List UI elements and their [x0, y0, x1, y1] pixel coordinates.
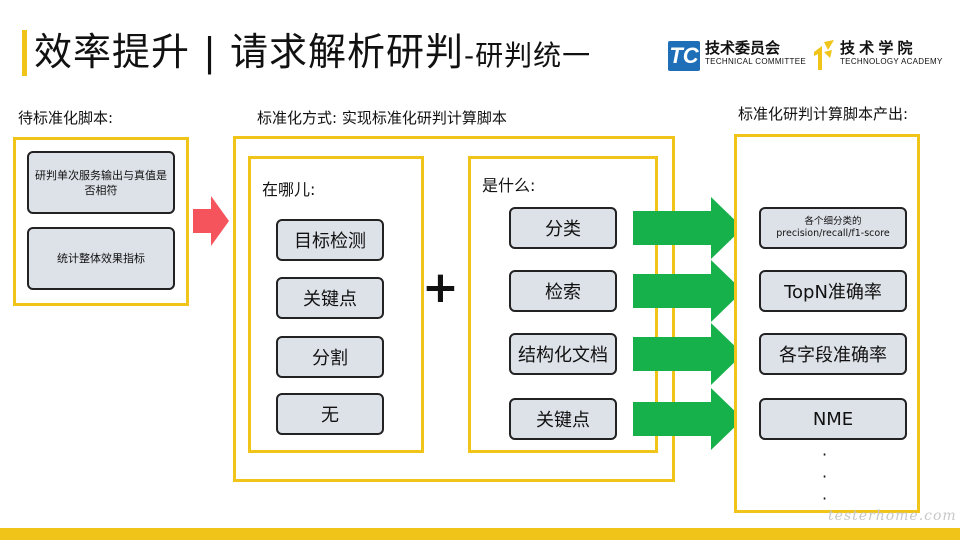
green-arrow-icon-3 — [633, 323, 743, 385]
page-title-main: 效率提升 | 请求解析研判 — [34, 30, 464, 74]
output-item-field-accuracy: 各字段准确率 — [759, 333, 907, 375]
plus-sign: + — [422, 262, 459, 313]
what-label: 是什么: — [482, 176, 536, 195]
page-title: 效率提升 | 请求解析研判-研判统一 — [34, 28, 591, 80]
where-item-keypoint: 关键点 — [276, 277, 384, 319]
academy-logo-text: 技 术 学 院 TECHNOLOGY ACADEMY — [840, 41, 943, 67]
green-arrow-icon-4 — [633, 388, 743, 450]
right-panel — [734, 134, 920, 513]
red-arrow-icon — [193, 196, 229, 246]
output-item-class-metrics: 各个细分类的 precision/recall/f1-score — [759, 207, 907, 249]
tc-logo-name: 技术委员会 — [705, 40, 781, 57]
ellipsis-dot-3: · — [822, 489, 828, 508]
tc-logo-badge: TC — [668, 41, 700, 71]
where-item-segmentation: 分割 — [276, 336, 384, 378]
where-label: 在哪儿: — [262, 180, 316, 199]
what-item-structured-doc: 结构化文档 — [509, 333, 617, 375]
ellipsis-dot-1: · — [822, 445, 828, 464]
left-section-label: 待标准化脚本: — [18, 109, 114, 127]
where-item-none: 无 — [276, 393, 384, 435]
academy-logo-name: 技 术 学 院 — [840, 40, 913, 57]
page-title-sub: -研判统一 — [463, 39, 592, 72]
output-item-nme: NME — [759, 398, 907, 440]
tc-logo-sub: TECHNICAL COMMITTEE — [705, 57, 806, 66]
academy-logo-icon — [814, 40, 834, 70]
what-item-classification: 分类 — [509, 207, 617, 249]
green-arrow-icon-2 — [633, 260, 743, 322]
middle-section-label: 标准化方式: 实现标准化研判计算脚本 — [257, 109, 507, 127]
what-item-retrieval: 检索 — [509, 270, 617, 312]
ellipsis-dot-2: · — [822, 467, 828, 486]
tc-logo-text: 技术委员会 TECHNICAL COMMITTEE — [705, 41, 806, 67]
green-arrow-icon-1 — [633, 197, 743, 259]
script-item-overall-metrics: 统计整体效果指标 — [27, 227, 175, 290]
footer-bar — [0, 528, 960, 540]
academy-logo-sub: TECHNOLOGY ACADEMY — [840, 57, 943, 66]
script-item-single-check: 研判单次服务输出与真值是否相符 — [27, 151, 175, 214]
title-accent-bar — [22, 30, 27, 76]
watermark: testerhome.com — [828, 508, 957, 524]
what-item-keypoint: 关键点 — [509, 398, 617, 440]
where-item-detection: 目标检测 — [276, 219, 384, 261]
right-section-label: 标准化研判计算脚本产出: — [738, 105, 909, 123]
output-item-topn: TopN准确率 — [759, 270, 907, 312]
